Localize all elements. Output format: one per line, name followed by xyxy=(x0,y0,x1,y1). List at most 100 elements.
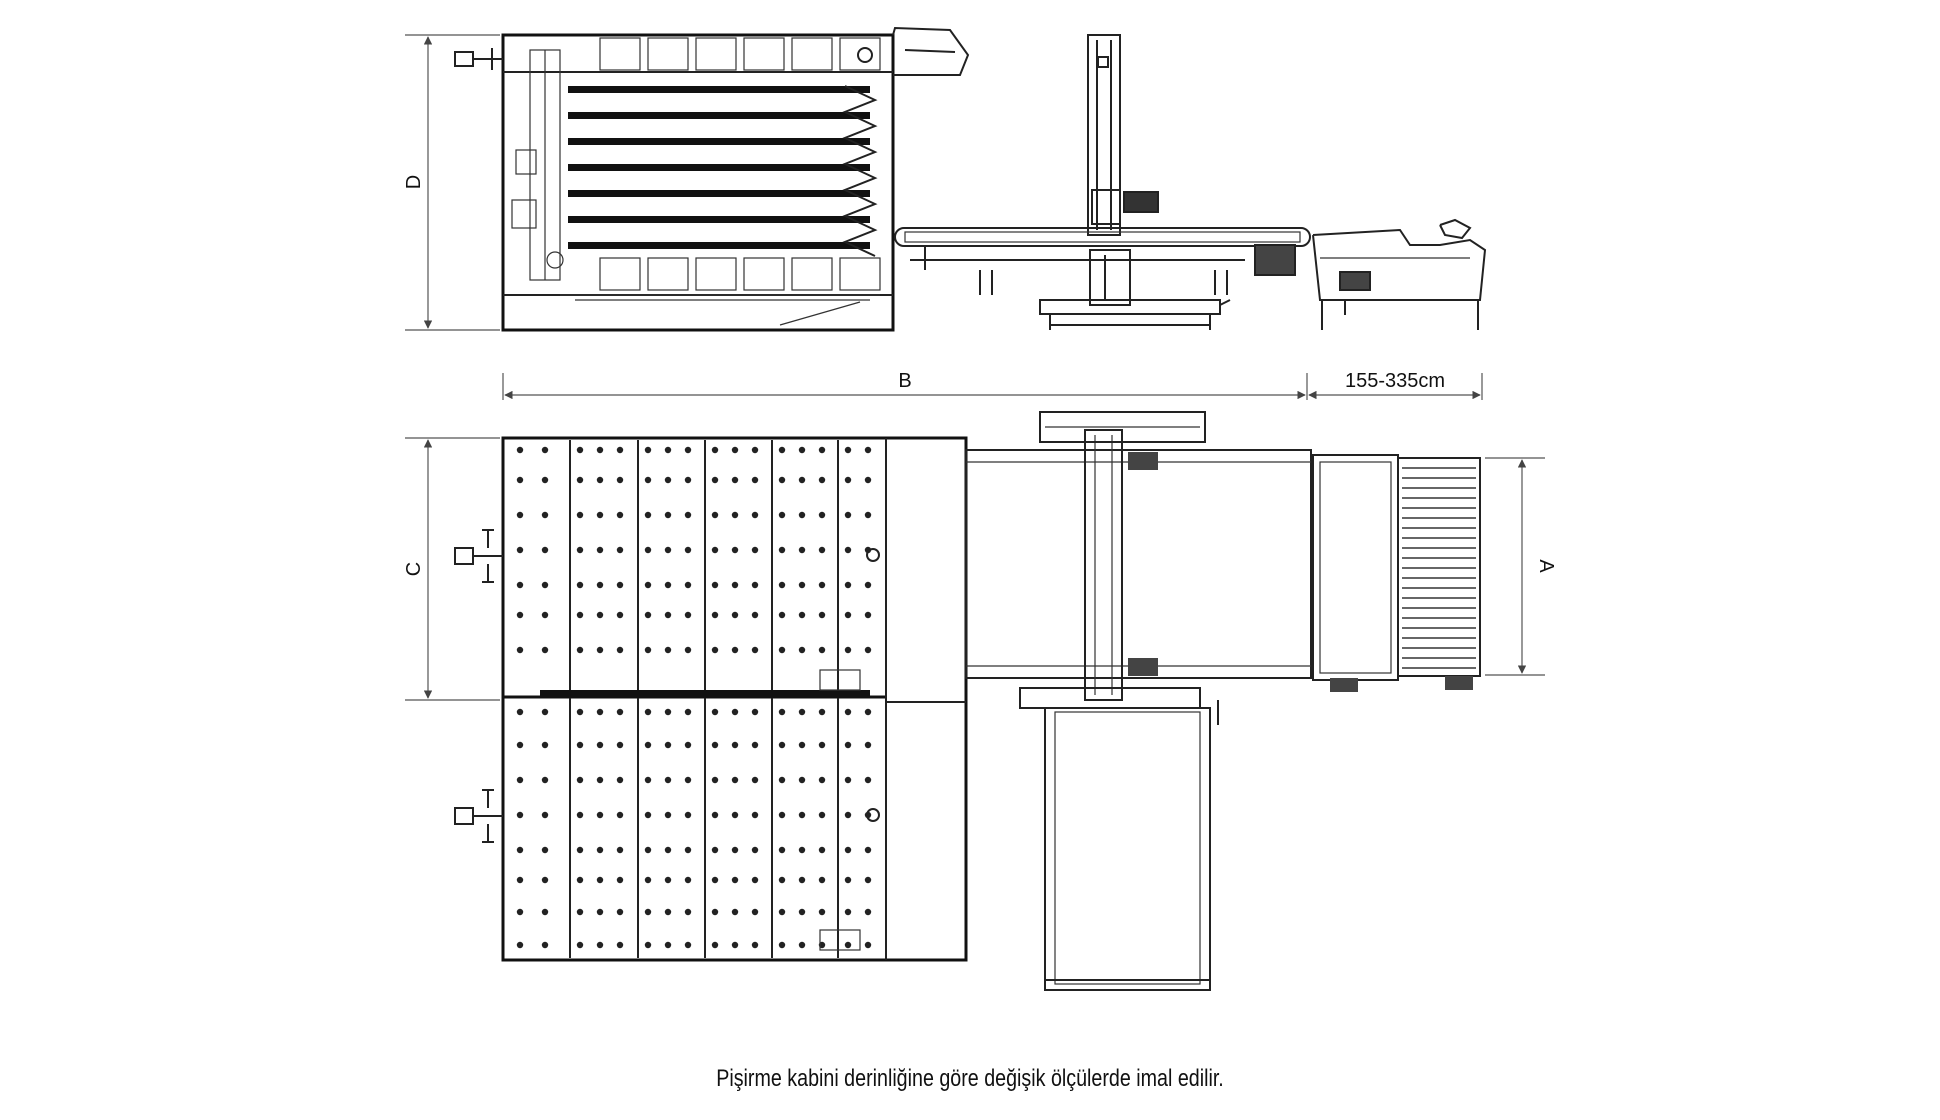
bolt-dot xyxy=(778,546,786,554)
bolt-dot xyxy=(644,941,652,949)
bolt-dot xyxy=(664,876,672,884)
bolt-dot xyxy=(541,908,549,916)
bolt-dot xyxy=(711,708,719,716)
bolt-dot xyxy=(818,741,826,749)
bolt-dot xyxy=(596,941,604,949)
bolt-dot xyxy=(616,941,624,949)
bolt-dot xyxy=(731,646,739,654)
bolt-dot xyxy=(751,546,759,554)
bolt-dot xyxy=(616,708,624,716)
bolt-dot xyxy=(541,581,549,589)
bolt-dot xyxy=(751,811,759,819)
bolt-dot xyxy=(731,511,739,519)
bolt-dot xyxy=(664,776,672,784)
oven-hood xyxy=(857,26,970,76)
bolt-dot xyxy=(844,776,852,784)
bolt-dot xyxy=(818,908,826,916)
bolt-dot xyxy=(818,476,826,484)
bolt-dot xyxy=(731,708,739,716)
bolt-dot xyxy=(664,446,672,454)
bolt-dot xyxy=(798,876,806,884)
bolt-dot xyxy=(596,581,604,589)
bolt-dot xyxy=(731,941,739,949)
bolt-dot xyxy=(576,611,584,619)
bolt-dot xyxy=(616,876,624,884)
plan-view: B 155-335cm C A xyxy=(403,370,1557,991)
bolt-dot xyxy=(616,846,624,854)
bolt-dot xyxy=(864,646,872,654)
bolt-dot xyxy=(751,646,759,654)
bolt-dot xyxy=(576,941,584,949)
bolt-dot xyxy=(516,581,524,589)
bolt-dot xyxy=(731,811,739,819)
bolt-dot xyxy=(541,611,549,619)
bolt-dot xyxy=(798,546,806,554)
bolt-dot xyxy=(516,476,524,484)
bolt-dot xyxy=(644,846,652,854)
bolt-dot xyxy=(616,511,624,519)
bolt-dot xyxy=(644,611,652,619)
bolt-dot xyxy=(731,446,739,454)
valve-handle-side xyxy=(454,48,503,70)
bolt-dot xyxy=(731,741,739,749)
bolt-dot xyxy=(616,646,624,654)
bolt-dot xyxy=(711,941,719,949)
bolt-dot xyxy=(664,908,672,916)
bolt-dot xyxy=(711,646,719,654)
bolt-dot xyxy=(711,476,719,484)
bolt-dot xyxy=(516,546,524,554)
bolt-dot xyxy=(751,876,759,884)
bolt-dot xyxy=(711,511,719,519)
bolt-dot xyxy=(778,741,786,749)
bolt-dot xyxy=(684,511,692,519)
bolt-dot xyxy=(541,446,549,454)
bolt-dot xyxy=(596,908,604,916)
bolt-dot xyxy=(844,941,852,949)
bolt-dot xyxy=(844,741,852,749)
bolt-dot xyxy=(596,611,604,619)
bolt-dot xyxy=(644,741,652,749)
bolt-dot xyxy=(576,446,584,454)
bolt-dot xyxy=(751,476,759,484)
bolt-dot xyxy=(711,876,719,884)
bolt-dot xyxy=(798,511,806,519)
bolt-dot xyxy=(711,811,719,819)
bolt-dot xyxy=(778,446,786,454)
bolt-dot xyxy=(664,646,672,654)
bolt-dot xyxy=(684,941,692,949)
bolt-dot xyxy=(616,476,624,484)
bolt-dot xyxy=(818,546,826,554)
dimension-range: 155-335cm xyxy=(1308,370,1483,400)
bolt-dot xyxy=(818,776,826,784)
bolt-dot xyxy=(541,811,549,819)
bolt-dot xyxy=(864,446,872,454)
bolt-dot xyxy=(844,908,852,916)
bolt-dot xyxy=(576,581,584,589)
bolt-dot xyxy=(711,546,719,554)
bolt-dot xyxy=(778,476,786,484)
bolt-dot xyxy=(576,846,584,854)
bolt-dot xyxy=(516,776,524,784)
bolt-dot xyxy=(684,446,692,454)
oven-cabinet-side xyxy=(454,26,970,332)
bolt-dot xyxy=(664,941,672,949)
bolt-dot xyxy=(731,546,739,554)
bolt-dot xyxy=(818,611,826,619)
dimension-c-label: C xyxy=(403,562,425,576)
bolt-dot xyxy=(596,776,604,784)
bolt-dot xyxy=(541,546,549,554)
bolt-dot xyxy=(778,846,786,854)
bolt-dot xyxy=(844,646,852,654)
bolt-dot xyxy=(864,776,872,784)
bolt-dot xyxy=(798,776,806,784)
bolt-dot xyxy=(596,476,604,484)
side-view: D xyxy=(403,26,1487,332)
bolt-dot xyxy=(864,846,872,854)
bolt-dot xyxy=(644,646,652,654)
bolt-dot xyxy=(798,581,806,589)
bolt-dot xyxy=(864,708,872,716)
bolt-dot xyxy=(864,511,872,519)
bolt-dot xyxy=(864,741,872,749)
bolt-dot xyxy=(818,511,826,519)
bolt-dot xyxy=(576,708,584,716)
